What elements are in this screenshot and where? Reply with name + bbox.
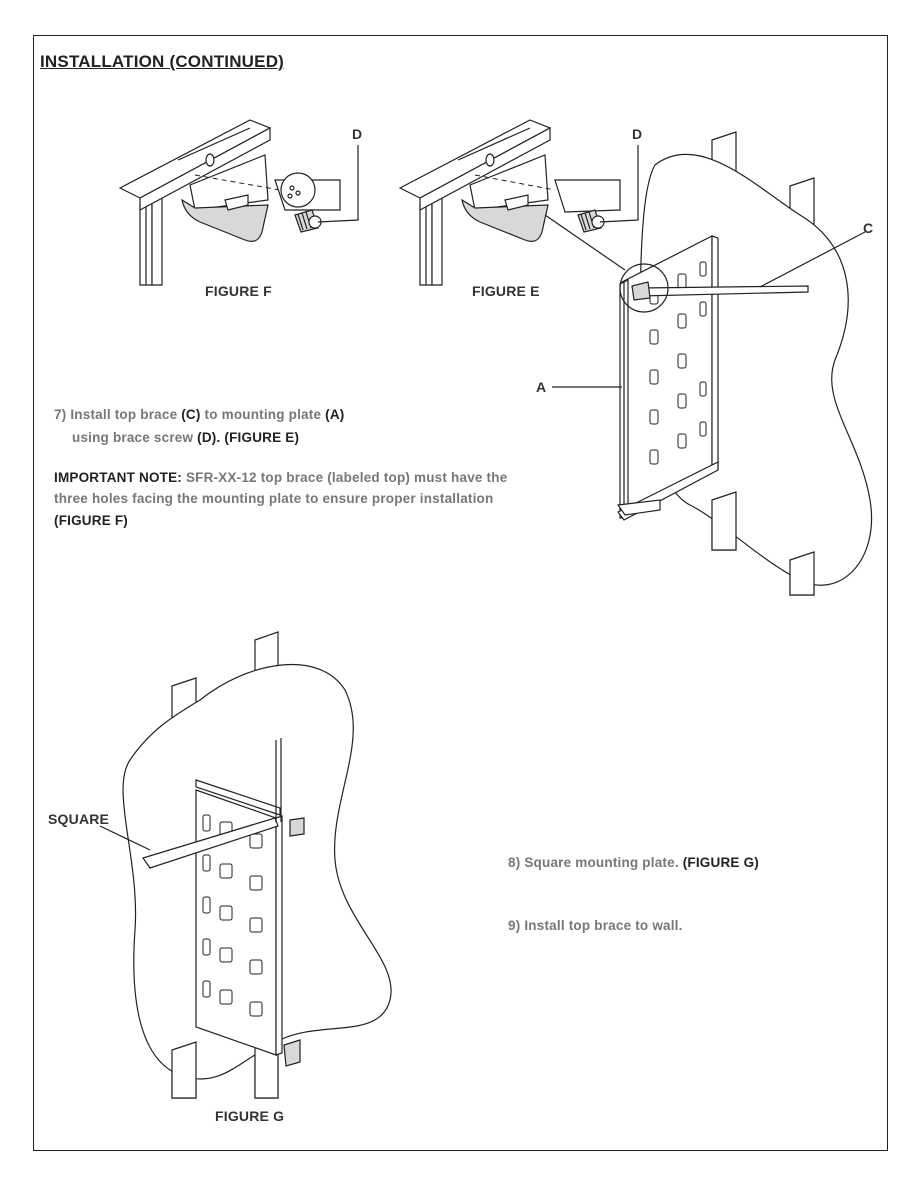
- page-title: INSTALLATION (CONTINUED): [40, 52, 285, 71]
- wall-callout-c: C: [863, 220, 874, 236]
- step-7-prefix: 7) Install top brace: [54, 407, 182, 422]
- figure-e-callout-d: D: [632, 126, 643, 142]
- step-7-line-1: 7) Install top brace (C) to mounting pla…: [54, 407, 344, 422]
- step-7-line-2: using brace screw (D). (FIGURE E): [72, 430, 299, 445]
- figure-g-caption: FIGURE G: [215, 1108, 285, 1124]
- step-8-ref: (FIGURE G): [678, 855, 759, 870]
- step-7-ref-c: (C): [181, 407, 201, 422]
- important-note-line-3: (FIGURE F): [54, 513, 128, 528]
- step-7-mid: to mounting plate: [200, 407, 326, 422]
- step-9: 9) Install top brace to wall.: [508, 918, 683, 933]
- step-8: 8) Square mounting plate. (FIGURE G): [508, 855, 759, 870]
- important-note-line-2: three holes facing the mounting plate to…: [54, 491, 494, 506]
- step-7-line-2-prefix: using brace screw: [72, 430, 198, 445]
- important-note-label: IMPORTANT NOTE:: [54, 470, 182, 485]
- figure-f-callout-d: D: [352, 126, 363, 142]
- important-note-line-1: IMPORTANT NOTE: SFR-XX-12 top brace (lab…: [54, 470, 507, 485]
- step-7-ref-d: (D). (FIGURE E): [197, 430, 300, 445]
- step-8-text: 8) Square mounting plate.: [508, 855, 679, 870]
- figure-e-caption: FIGURE E: [472, 283, 540, 299]
- wall-callout-a: A: [536, 379, 547, 395]
- step-7-ref-a: (A): [325, 407, 345, 422]
- figure-g-callout-square: SQUARE: [48, 811, 110, 827]
- page-border: [33, 35, 888, 1151]
- important-note-rest: SFR-XX-12 top brace (labeled top) must h…: [182, 470, 508, 485]
- figure-f-caption: FIGURE F: [205, 283, 272, 299]
